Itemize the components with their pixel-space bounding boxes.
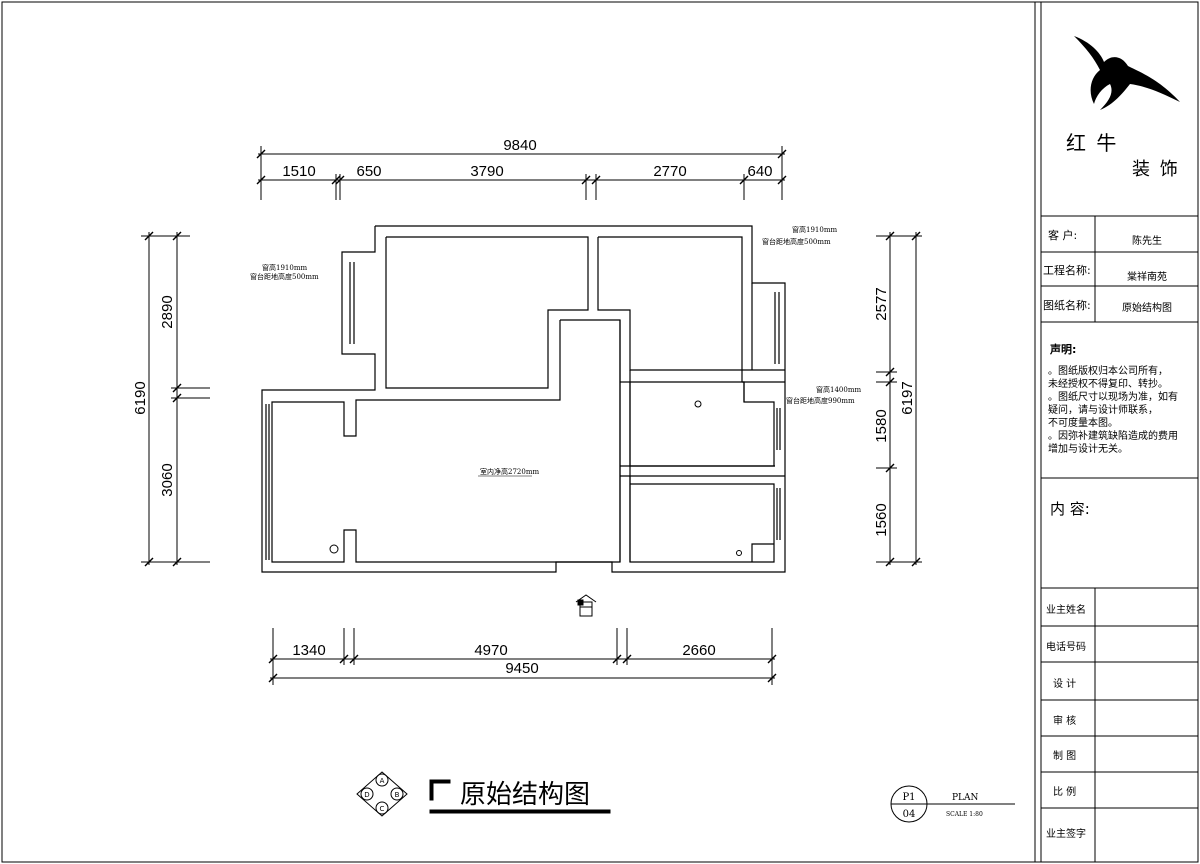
sign-row-design: 设 计: [1053, 679, 1077, 690]
declaration-line: 不可度量本图。: [1048, 418, 1118, 429]
entry-icon: [575, 594, 597, 617]
plan-tag-name: PLAN: [952, 793, 979, 803]
top-dim-2: 650: [356, 163, 381, 180]
compass-icon: [356, 771, 408, 817]
walls: [261, 225, 786, 573]
fixtures: [329, 400, 742, 556]
plan-tag-bottom: 04: [903, 809, 916, 820]
declaration-line: 。图纸尺寸以现场为准，如有: [1048, 392, 1178, 403]
room-living: [271, 319, 621, 563]
note-left-window-1: 窗高1910mm: [262, 263, 307, 272]
left-dim-2: 3060: [159, 463, 176, 496]
plan-tag: [890, 785, 1015, 823]
top-dimension-lines: [256, 146, 787, 200]
brand-line-1: 红 牛: [1066, 131, 1119, 155]
left-dimension-lines: [141, 231, 210, 567]
left-total-dim: 6190: [132, 381, 149, 414]
note-right-mid-window-2: 窗台距地高度990mm: [786, 396, 855, 405]
sign-row-owner-signature: 业主签字: [1046, 829, 1086, 840]
bottom-dim-1: 1340: [292, 642, 325, 659]
right-total-dim: 6197: [899, 381, 916, 414]
declaration-line: 增加与设计无关。: [1048, 444, 1128, 455]
plan-tag-top: P1: [902, 792, 915, 803]
declaration-line: 。图纸版权归本公司所有，: [1048, 366, 1168, 377]
top-dim-1: 1510: [282, 163, 315, 180]
drain-icon: [736, 550, 742, 556]
sign-row-scale: 比 例: [1053, 787, 1077, 798]
note-left-window-2: 窗台距地高度500mm: [250, 272, 319, 281]
note-right-window-1: 窗高1910mm: [792, 225, 837, 234]
title-block-frame: [1034, 2, 1198, 862]
bull-logo-icon: [1074, 36, 1180, 110]
drawing-value: 原始结构图: [1122, 303, 1172, 314]
client-label: 客 户:: [1048, 229, 1078, 242]
drain-icon: [694, 400, 702, 408]
bottom-dim-3: 2660: [682, 642, 715, 659]
bottom-dimension-lines: [268, 628, 777, 685]
sign-row-owner-name: 业主姓名: [1046, 605, 1086, 616]
right-dim-1: 2577: [873, 287, 890, 320]
title-bracket: [429, 779, 611, 814]
compass-d: D: [364, 791, 369, 799]
right-dim-3: 1560: [873, 503, 890, 536]
top-dim-5: 640: [747, 163, 772, 180]
right-dim-2: 1580: [873, 409, 890, 442]
sign-row-phone: 电话号码: [1046, 642, 1086, 653]
drawing-label: 图纸名称:: [1043, 299, 1091, 312]
brand-line-2: 装 饰: [1132, 159, 1180, 180]
top-dim-3: 3790: [470, 163, 503, 180]
compass-b: B: [395, 791, 400, 799]
bottom-dim-2: 4970: [474, 642, 507, 659]
top-dim-4: 2770: [653, 163, 686, 180]
declaration-title: 声明:: [1050, 343, 1077, 356]
outer-wall: [261, 225, 786, 573]
project-label: 工程名称:: [1043, 264, 1091, 277]
sign-row-draft: 制 图: [1053, 751, 1077, 762]
client-value: 陈先生: [1132, 236, 1162, 247]
bottom-total-dim: 9450: [505, 660, 538, 677]
sign-row-review: 审 核: [1053, 716, 1077, 727]
declaration-line: 疑问，请与设计师联系，: [1048, 405, 1158, 416]
declaration-list: 。图纸版权归本公司所有， 未经授权不得复印、转抄。 。图纸尺寸以现场为准，如有 …: [1048, 365, 1198, 456]
top-total-dim: 9840: [503, 137, 536, 154]
content-label: 内 容:: [1050, 500, 1090, 518]
drain-icon: [329, 544, 339, 554]
compass-a: A: [380, 777, 385, 785]
plan-tag-scale: SCALE 1:80: [946, 811, 983, 818]
declaration-line: 未经授权不得复印、转抄。: [1048, 379, 1168, 390]
room-bedroom-1: [385, 236, 589, 389]
note-right-mid-window-1: 窗高1400mm: [816, 385, 861, 394]
project-value: 棠祥南苑: [1127, 272, 1167, 283]
compass-c: C: [380, 805, 385, 813]
plan-title: 原始结构图: [460, 780, 590, 810]
note-ceiling: 室内净高2720mm: [480, 467, 539, 476]
note-right-window-2: 窗台距地高度500mm: [762, 237, 831, 246]
right-dimension-lines: [876, 231, 922, 567]
declaration-line: 。因弥补建筑缺陷造成的费用: [1048, 431, 1178, 442]
left-dim-1: 2890: [159, 295, 176, 328]
room-kitchen: [629, 381, 775, 467]
